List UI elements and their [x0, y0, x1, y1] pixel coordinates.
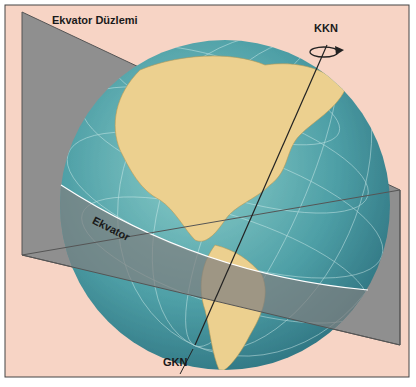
pole-label: GKN — [163, 356, 187, 368]
plane-label: Ekvator Düzlemi — [52, 14, 138, 26]
pole-label: KKN — [314, 22, 338, 34]
